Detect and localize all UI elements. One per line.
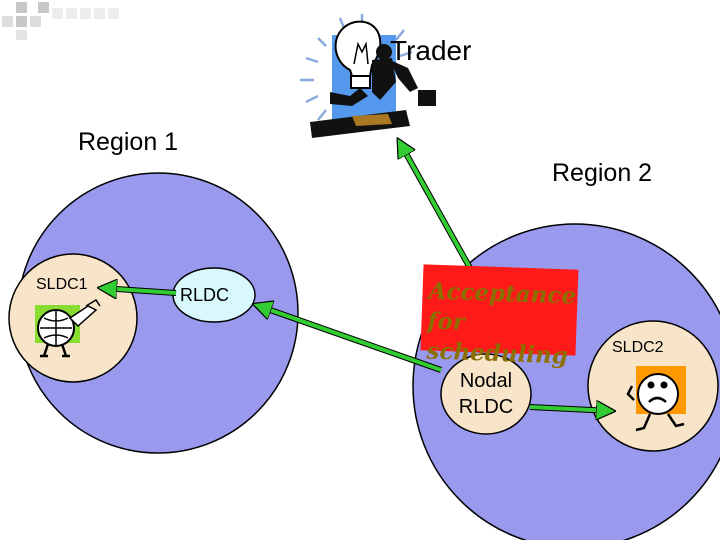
- acceptance-for-scheduling-box: Acceptance for scheduling: [420, 264, 579, 369]
- sldc1-label: SLDC1: [36, 276, 88, 293]
- worried-face-clipart: [626, 366, 686, 432]
- slide-decoration: [2, 2, 119, 40]
- nodal-rldc-label-line1: Nodal: [459, 370, 513, 392]
- arrow-nodal-to-rldc: [256, 305, 442, 373]
- acceptance-line1: Acceptance: [428, 277, 577, 310]
- nodal-rldc-node: [440, 353, 532, 435]
- sldc2-label: SLDC2: [612, 339, 664, 356]
- arrow-nodal-to-trader: [396, 141, 473, 270]
- region-2-label: Region 2: [552, 159, 653, 187]
- trader-label: Trader: [390, 35, 472, 66]
- arrow-rldc-to-sldc1: [101, 288, 177, 293]
- rldc-label: RLDC: [180, 285, 230, 305]
- bulb-businessman-clipart: [300, 14, 436, 138]
- arrow-nodal-to-sldc2: [529, 407, 612, 411]
- region-1-label: Region 1: [78, 128, 179, 156]
- globe-clipart: [35, 298, 101, 358]
- nodal-rldc-label: Nodal RLDC: [446, 368, 526, 420]
- acceptance-line2: for scheduling: [426, 307, 569, 370]
- nodal-rldc-label-line2: RLDC: [458, 396, 514, 418]
